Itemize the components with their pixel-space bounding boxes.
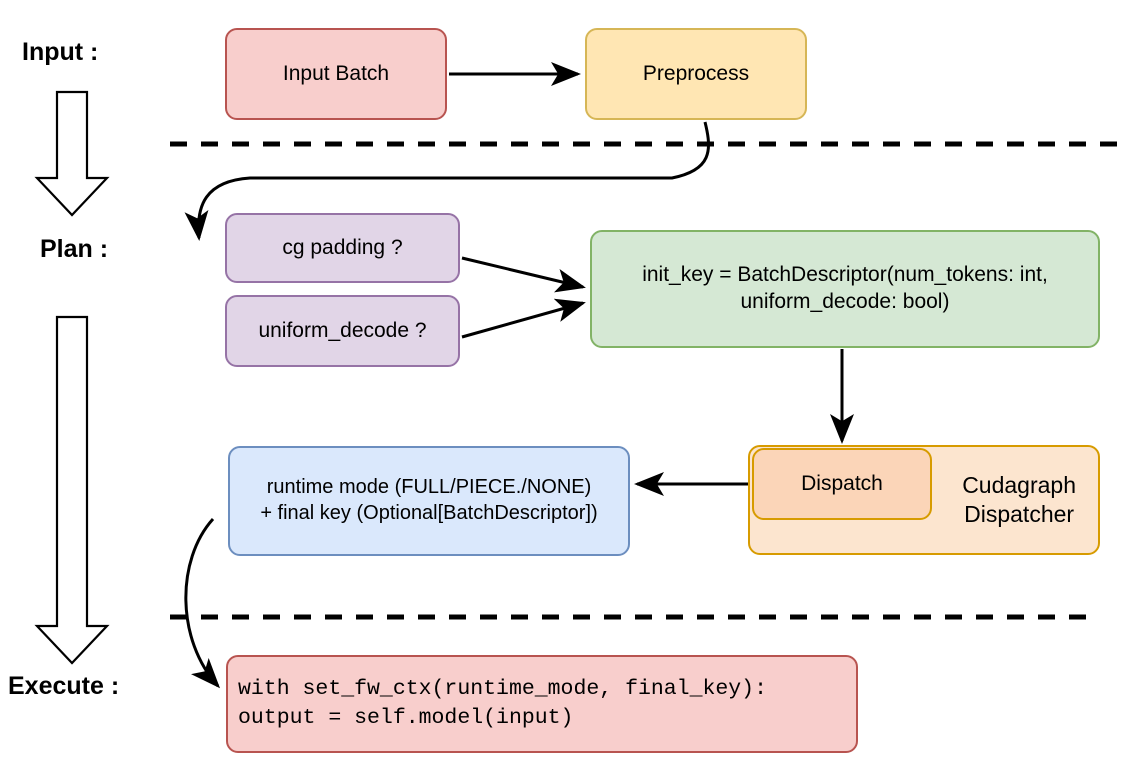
node-init-key[interactable]: init_key = BatchDescriptor(num_tokens: i… xyxy=(590,230,1100,348)
node-uniform-decode[interactable]: uniform_decode ? xyxy=(225,295,460,367)
stage-label-plan: Plan : xyxy=(40,235,109,263)
node-dispatch[interactable]: Dispatch xyxy=(752,448,932,520)
cg-padding-to-init-key-arrow xyxy=(461,256,586,293)
stage-label-execute: Execute : xyxy=(8,672,120,700)
node-cg-padding[interactable]: cg padding ? xyxy=(225,213,460,283)
input-to-plan-block-arrow xyxy=(34,90,110,217)
stage-label-input: Input : xyxy=(22,38,99,66)
node-execute-code[interactable]: with set_fw_ctx(runtime_mode, final_key)… xyxy=(226,655,858,753)
uniform-decode-to-init-key-arrow xyxy=(461,298,586,339)
node-preprocess[interactable]: Preprocess xyxy=(585,28,807,120)
node-input-batch[interactable]: Input Batch xyxy=(225,28,447,120)
node-runtime-mode[interactable]: runtime mode (FULL/PIECE./NONE) + final … xyxy=(228,446,630,556)
runtime-mode-to-execute-code-arrow xyxy=(184,517,221,689)
plan-to-execute-block-arrow xyxy=(34,315,110,665)
